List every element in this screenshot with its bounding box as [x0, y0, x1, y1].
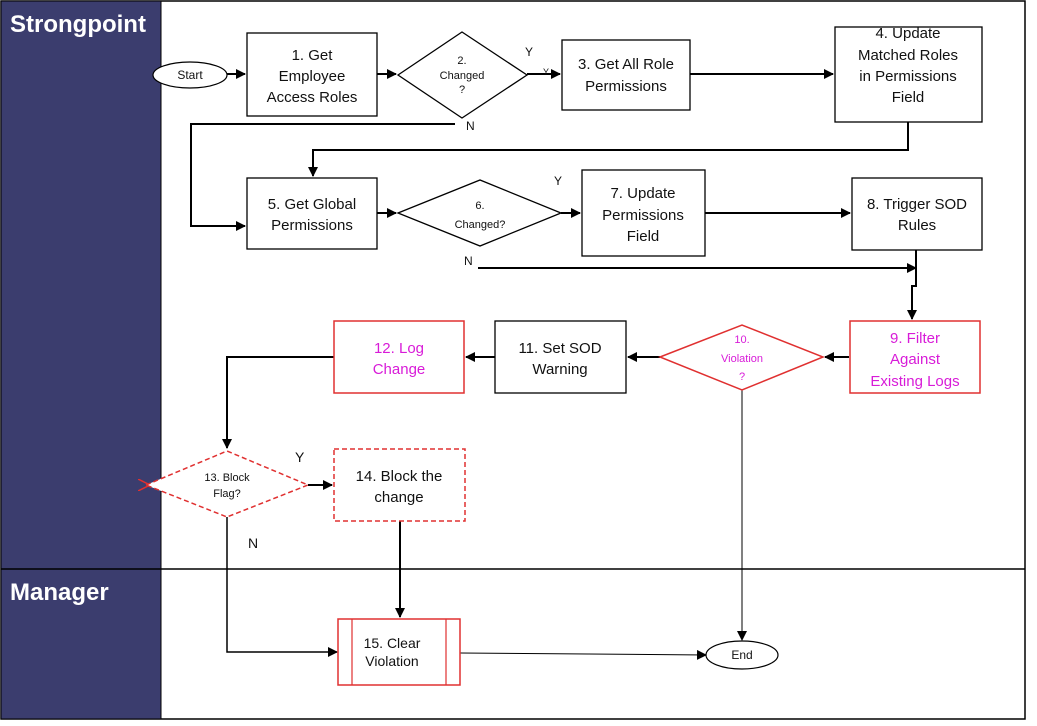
edge-13-no-to-15 — [226, 517, 338, 657]
decision-2-changed: 2.Changed? — [396, 31, 529, 119]
lane-header-strongpoint — [0, 0, 162, 570]
lane-label-strongpoint: Strongpoint — [10, 11, 146, 38]
edge-label-2-yes-small: Y — [543, 67, 549, 77]
edge-12-to-13 — [222, 356, 334, 449]
terminal-start: Start — [152, 61, 228, 89]
edge-label-6-yes: Y — [554, 174, 562, 188]
svg-text:10.Violation?: 10.Violation? — [721, 334, 763, 383]
svg-text:2.Changed?: 2.Changed? — [440, 55, 485, 96]
lane-header-manager — [0, 568, 162, 720]
edge-8-to-9 — [907, 250, 917, 320]
edge-label-13-no: N — [248, 535, 258, 551]
edge-15-to-end — [459, 649, 707, 660]
edge-label-2-no: N — [466, 119, 475, 133]
terminal-start-label: Start — [177, 68, 203, 82]
edge-label-13-yes: Y — [295, 449, 305, 465]
terminal-end-label: End — [731, 648, 752, 662]
svg-text:6.Changed?: 6.Changed? — [455, 200, 506, 231]
connectors — [190, 69, 917, 660]
edge-label-2-yes: Y — [525, 45, 533, 59]
lane-label-manager: Manager — [10, 579, 109, 606]
decision-10-violation: 10.Violation? — [657, 324, 826, 391]
terminal-end: End — [705, 640, 779, 670]
edge-4-to-5 — [308, 122, 909, 177]
edge-2-no-to-5 — [190, 123, 455, 231]
edge-label-6-no: N — [464, 254, 473, 268]
decision-6-changed: 6.Changed? — [396, 179, 563, 247]
